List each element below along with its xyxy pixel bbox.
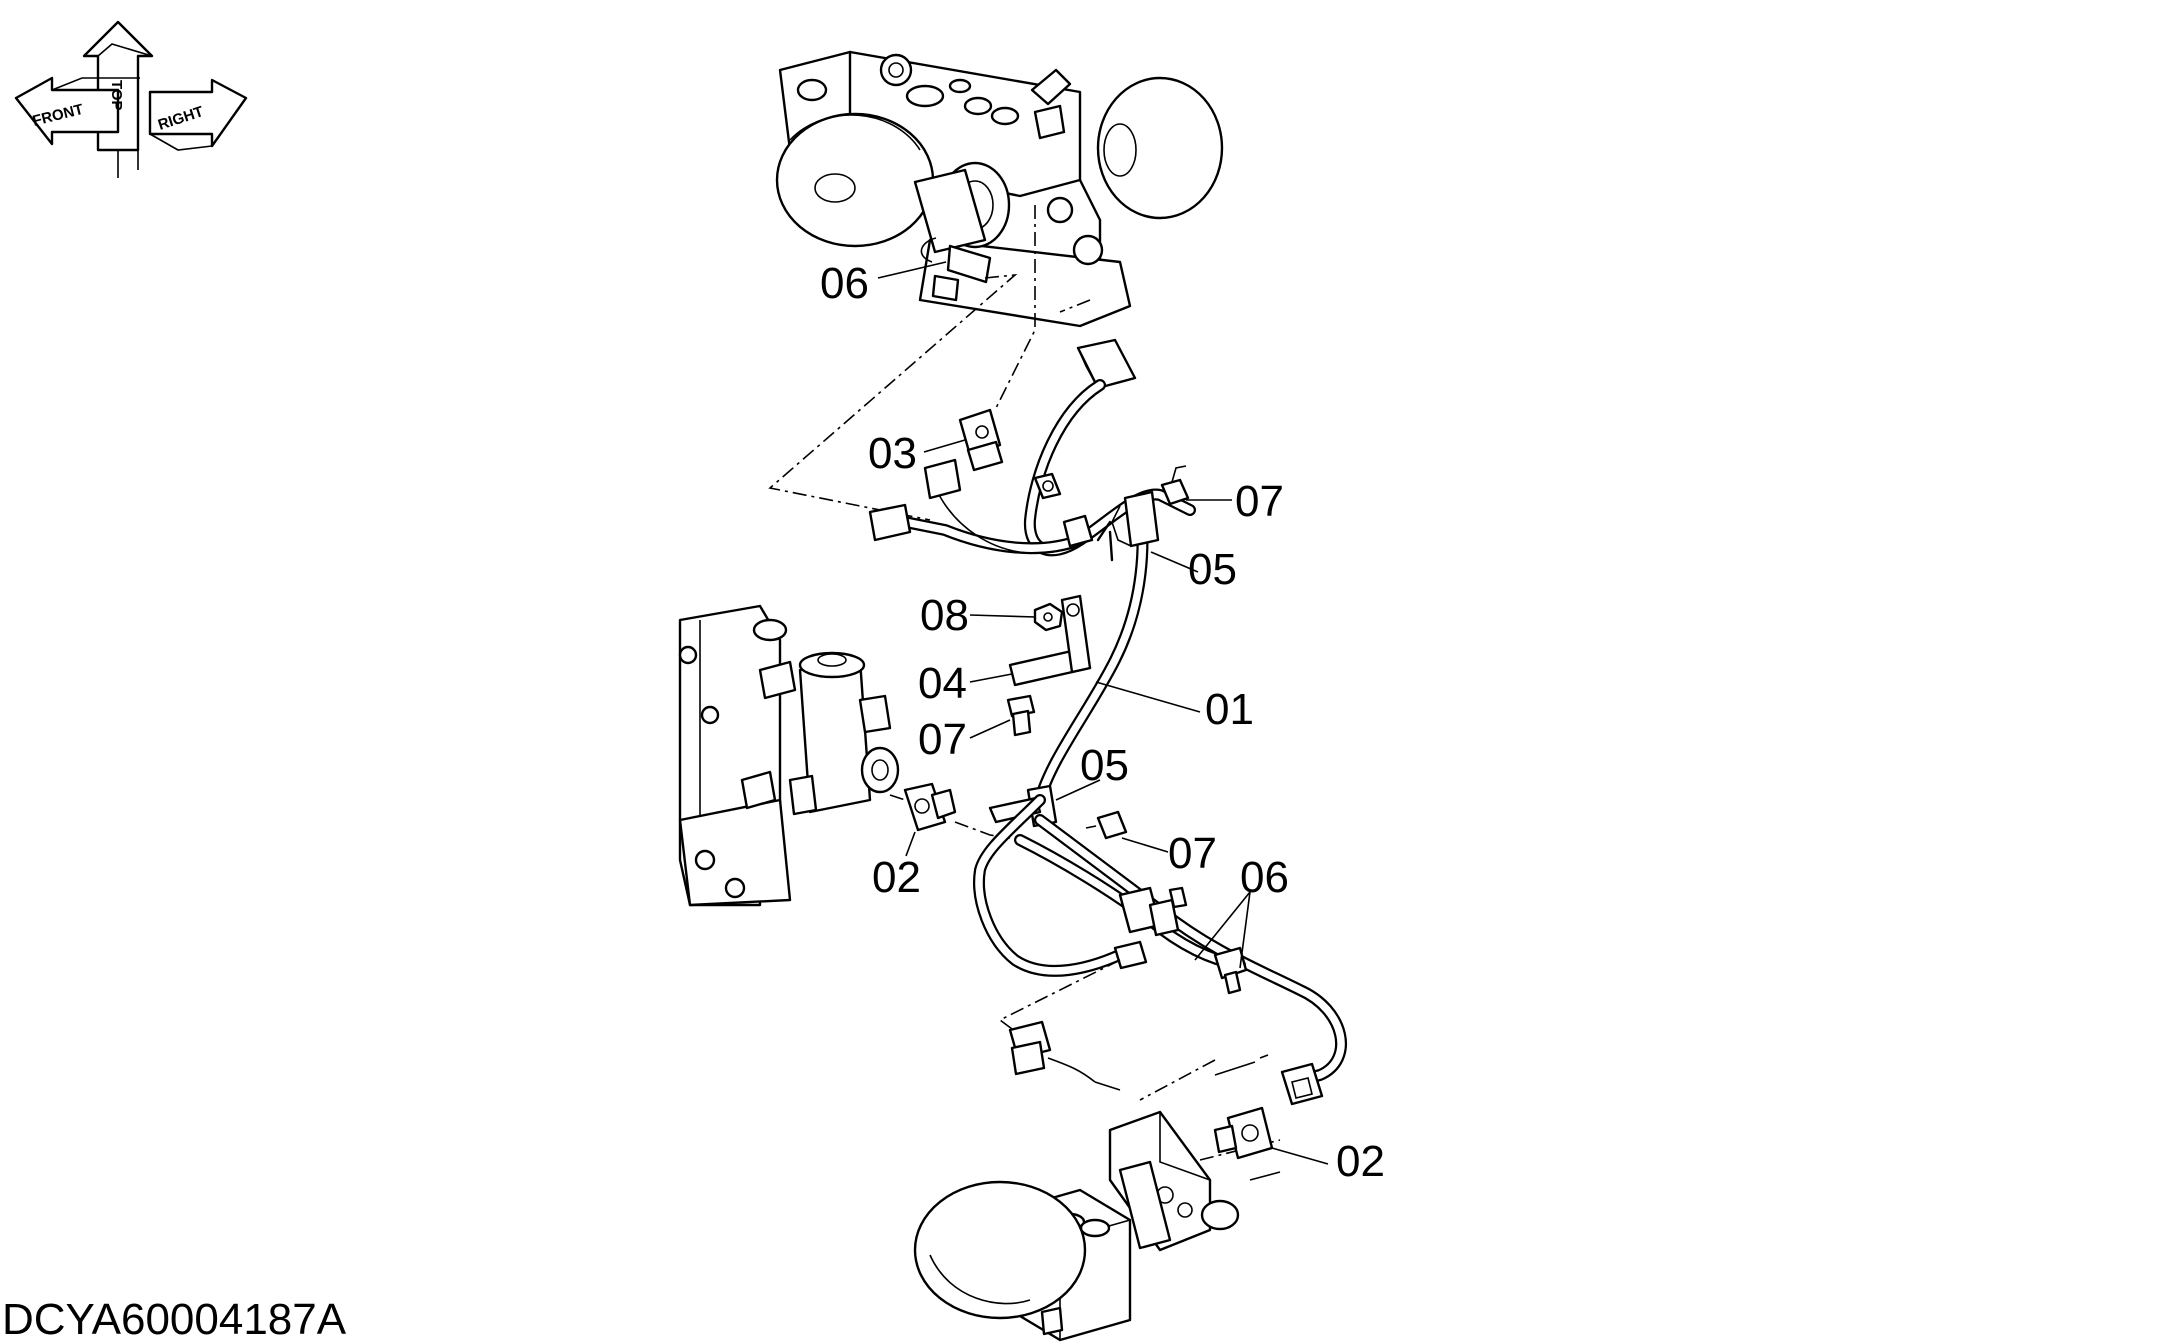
- leader-lines: [877, 261, 1329, 1165]
- leader-lower-bolts: [1139, 1059, 1281, 1161]
- callout-labels: 06 03 07 05 08 04 07 01 05 07 06 02 02: [820, 259, 1385, 1186]
- main-hose-01: [1034, 490, 1160, 806]
- callout-02-left: 02: [872, 853, 921, 902]
- leader-top-left: [768, 273, 1018, 521]
- bolt-07-upper: [1160, 465, 1190, 506]
- callout-01: 01: [1205, 685, 1254, 734]
- orientation-indicator: FRONT TOP RIGHT: [14, 20, 248, 178]
- nut-08: [1033, 602, 1064, 632]
- bolt-07-mid: [1006, 694, 1036, 737]
- callout-07-upper: 07: [1235, 477, 1284, 526]
- callout-08: 08: [920, 591, 969, 640]
- callout-07-mid: 07: [918, 715, 967, 764]
- callout-06-top: 06: [820, 259, 869, 308]
- callout-05-upper: 05: [1188, 545, 1237, 594]
- pressure-sensor-03: [958, 408, 1004, 472]
- bolt-07-lower: [1085, 810, 1128, 840]
- left-valve-assembly: [678, 604, 900, 907]
- callout-05-lower: 05: [1080, 741, 1129, 790]
- pressure-sensor-02-right: [1213, 1106, 1274, 1160]
- top-valve-block-assembly: [775, 50, 1224, 328]
- callout-02-right: 02: [1336, 1137, 1385, 1186]
- leader-sensor-02a: [889, 794, 1011, 839]
- lower-harness: [973, 784, 1348, 1106]
- leader-top-block: [1059, 299, 1091, 313]
- bracket-04: [1008, 594, 1092, 687]
- lower-connector: [1008, 1020, 1121, 1091]
- orientation-top-label: TOP: [108, 80, 125, 111]
- callout-03: 03: [868, 429, 917, 478]
- pressure-sensor-02-left: [903, 782, 957, 832]
- callout-07-lower: 07: [1168, 829, 1217, 878]
- callout-04: 04: [918, 659, 967, 708]
- drawing-id: DCYA60004187A: [2, 1295, 347, 1344]
- bottom-valve-block-assembly: [913, 1054, 1281, 1342]
- callout-06-lower: 06: [1240, 853, 1289, 902]
